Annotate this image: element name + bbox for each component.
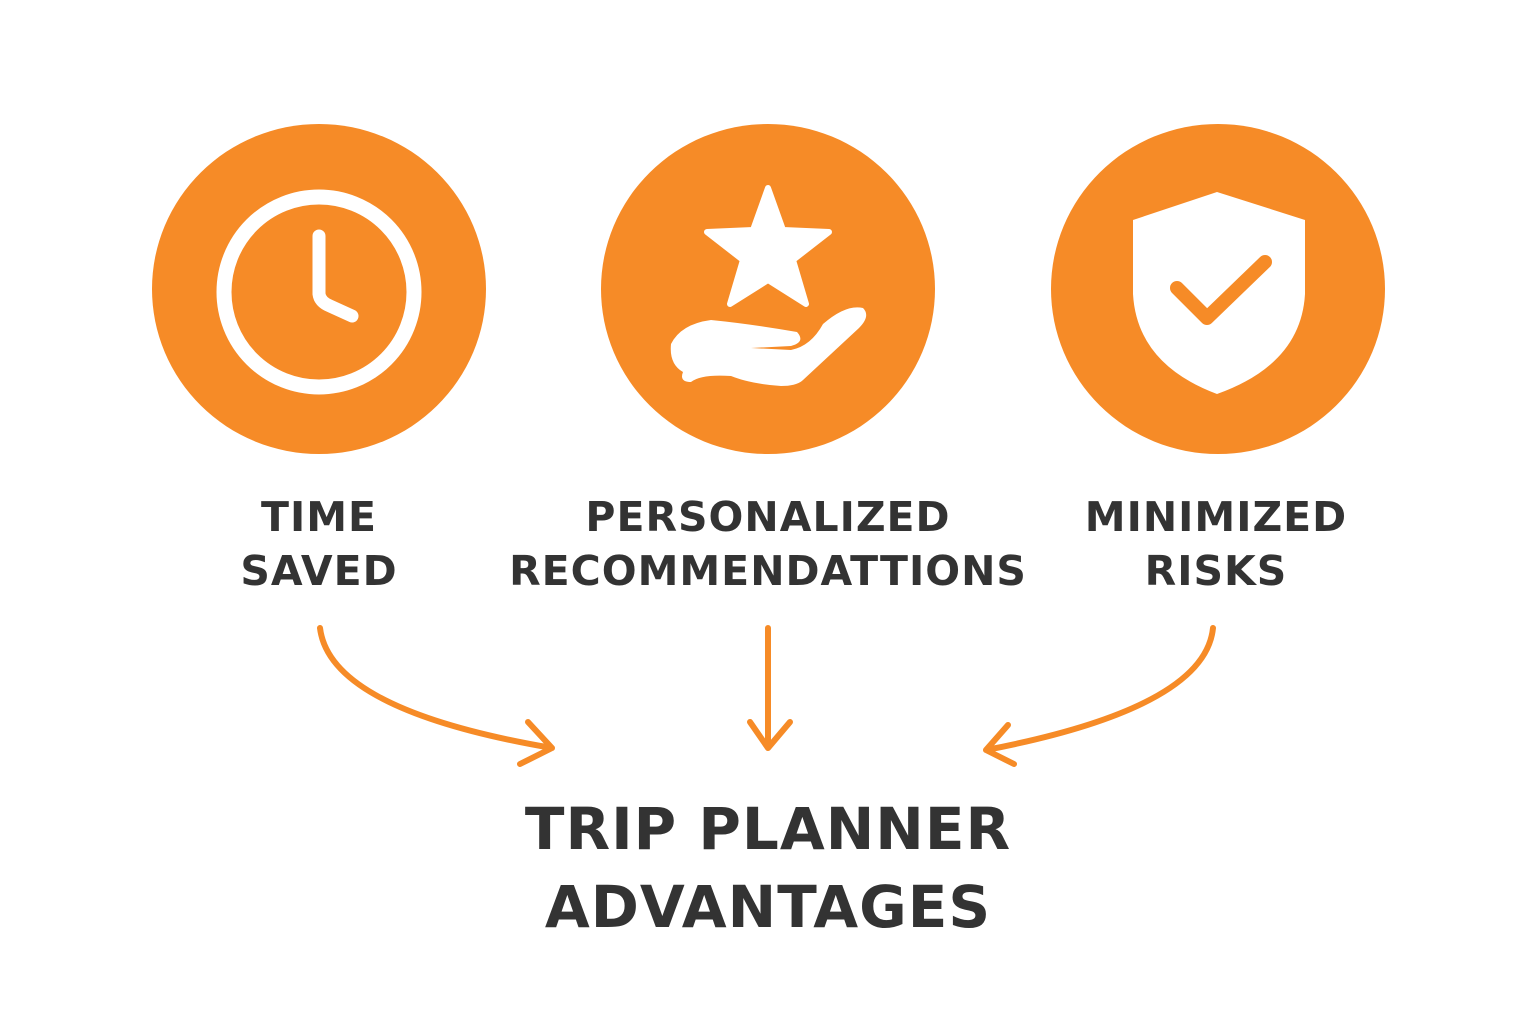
left-arrow bbox=[317, 625, 555, 767]
title-line: TRIP PLANNER bbox=[524, 795, 1012, 863]
label-line: RISKS bbox=[1144, 547, 1288, 595]
minimized-risks-circle bbox=[1051, 124, 1385, 454]
label-line: RECOMMENDATTIONS bbox=[509, 547, 1027, 595]
star-in-hand-icon bbox=[670, 185, 867, 386]
clock-icon bbox=[216, 189, 422, 395]
diagram-title: TRIP PLANNER ADVANTAGES bbox=[368, 790, 1168, 946]
label-line: SAVED bbox=[240, 547, 398, 595]
personalized-circle bbox=[601, 124, 935, 454]
right-arrow bbox=[983, 625, 1216, 767]
time-saved-circle bbox=[152, 124, 486, 454]
minimized-risks-label: MINIMIZED RISKS bbox=[936, 490, 1496, 598]
label-line: TIME bbox=[260, 493, 378, 541]
personalized-recommendations-label: PERSONALIZED RECOMMENDATTIONS bbox=[488, 490, 1048, 598]
time-saved-label: TIME SAVED bbox=[39, 490, 599, 598]
shield-check-icon bbox=[1133, 192, 1305, 394]
center-arrow bbox=[747, 625, 793, 751]
label-line: MINIMIZED bbox=[1084, 493, 1348, 541]
label-line: PERSONALIZED bbox=[585, 493, 951, 541]
title-line: ADVANTAGES bbox=[544, 873, 992, 941]
